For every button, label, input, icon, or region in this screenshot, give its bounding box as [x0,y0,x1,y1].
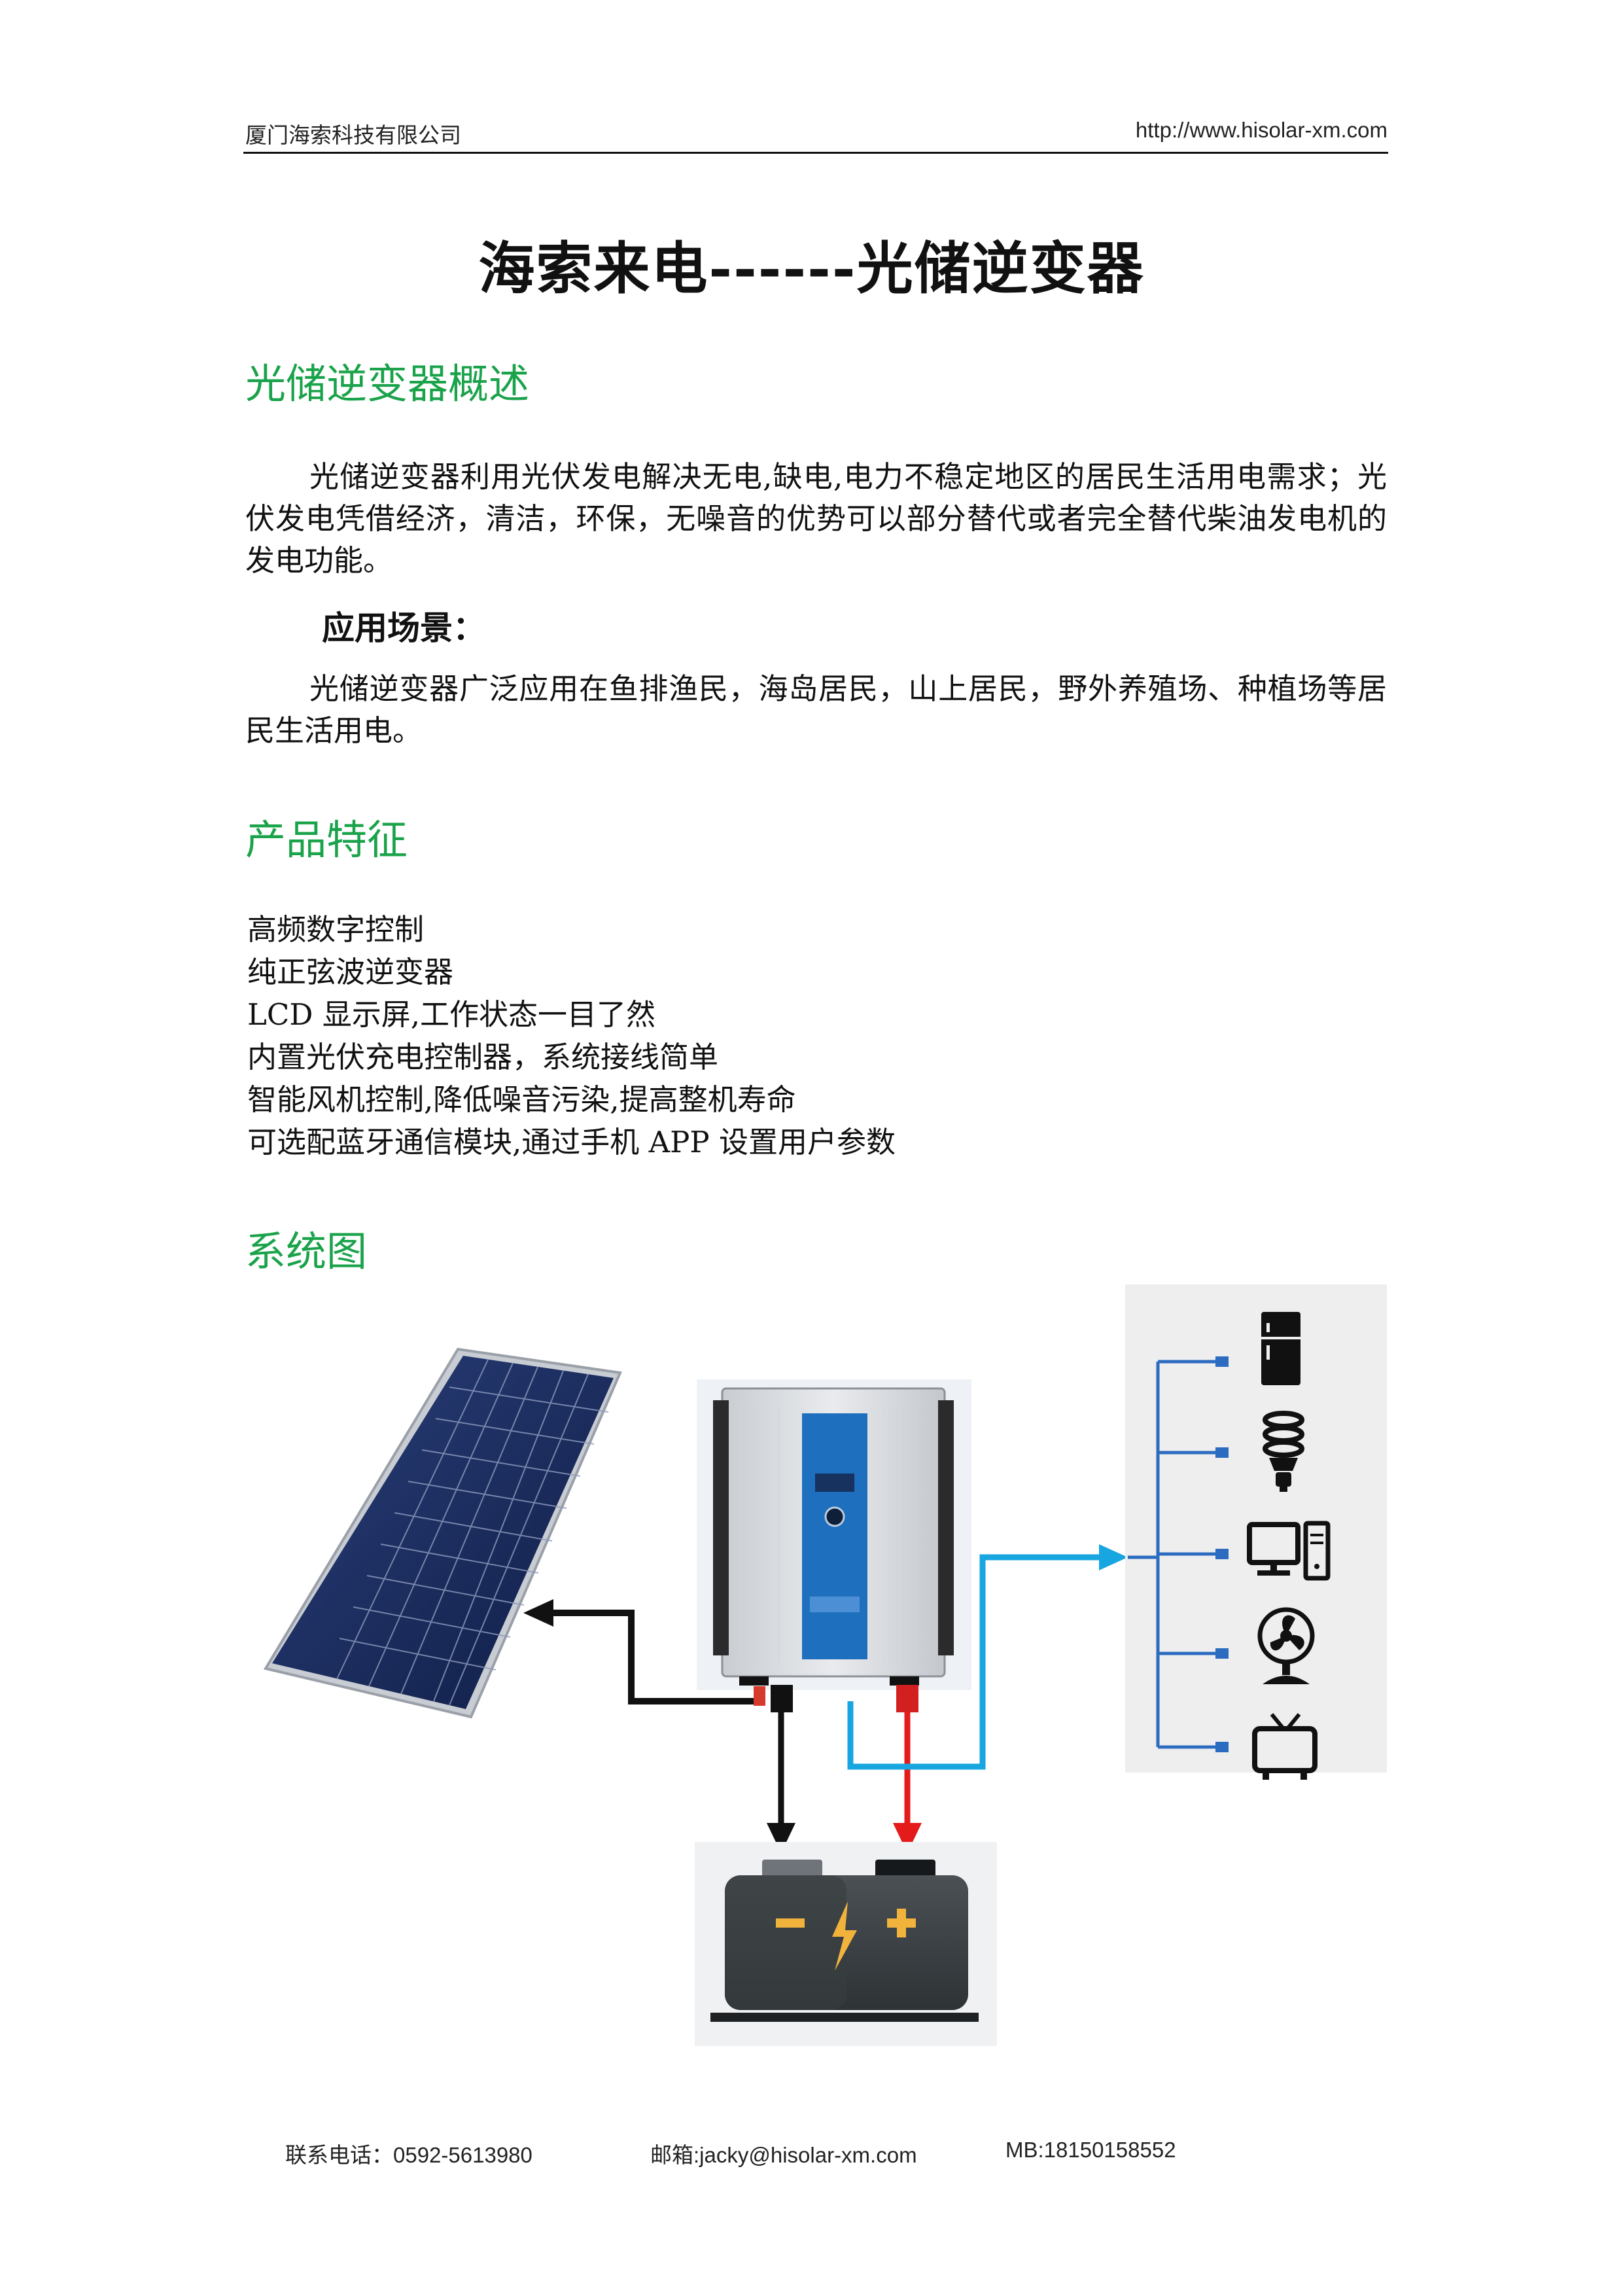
system-heading: 系统图 [245,1227,368,1275]
solar-panel [263,1347,622,1719]
feature-item: LCD 显示屏,工作状态一目了然 [247,997,656,1032]
header-divider [243,152,1388,154]
footer-phone: 联系电话：0592-5613980 [285,2143,532,2167]
feature-item: 纯正弦波逆变器 [247,955,454,989]
overview-paragraph: 光储逆变器利用光伏发电解决无电,缺电,电力不稳定地区的居民生活用电需求；光伏发电… [245,459,1387,578]
website-url[interactable]: http://www.hisolar-xm.com [1135,118,1387,142]
computer-icon [1247,1521,1331,1581]
features-list: 高频数字控制 纯正弦波逆变器 LCD 显示屏,工作状态一目了然 内置光伏充电控制… [247,908,896,1163]
minus-icon [776,1918,805,1928]
feature-item: 可选配蓝牙通信模块,通过手机 APP 设置用户参数 [247,1125,896,1159]
features-heading: 产品特征 [245,816,408,864]
overview-heading: 光储逆变器概述 [245,360,530,408]
feature-item: 内置光伏充电控制器，系统接线简单 [247,1040,719,1074]
application-paragraph: 光储逆变器广泛应用在鱼排渔民，海岛居民，山上居民，野外养殖场、种植场等居民生活用… [245,671,1387,748]
loads-panel [1125,1284,1387,1773]
positive-terminal [896,1685,918,1712]
tv-icon [1252,1713,1318,1780]
battery [695,1842,997,2046]
ac-output-line [847,1544,1128,1770]
inverter [697,1379,971,1690]
pv-connection-arrow [523,1599,759,1704]
footer-email[interactable]: 邮箱:jacky@hisolar-xm.com [650,2143,917,2167]
negative-cable [767,1712,795,1853]
company-name: 厦门海索科技有限公司 [245,122,461,148]
feature-item: 高频数字控制 [247,912,425,947]
page-title: 海索来电------光储逆变器 [478,236,1145,302]
feature-item: 智能风机控制,降低噪音污染,提高整机寿命 [247,1082,796,1117]
pv-connector [754,1686,765,1706]
bulb-icon [1263,1411,1304,1492]
application-heading: 应用场景： [322,609,485,647]
negative-terminal [771,1685,793,1712]
fan-icon [1257,1607,1315,1684]
fridge-icon [1261,1312,1300,1385]
footer-mobile: MB:18150158552 [1005,2138,1176,2162]
lightning-icon [832,1901,857,1971]
positive-cable [893,1712,922,1853]
